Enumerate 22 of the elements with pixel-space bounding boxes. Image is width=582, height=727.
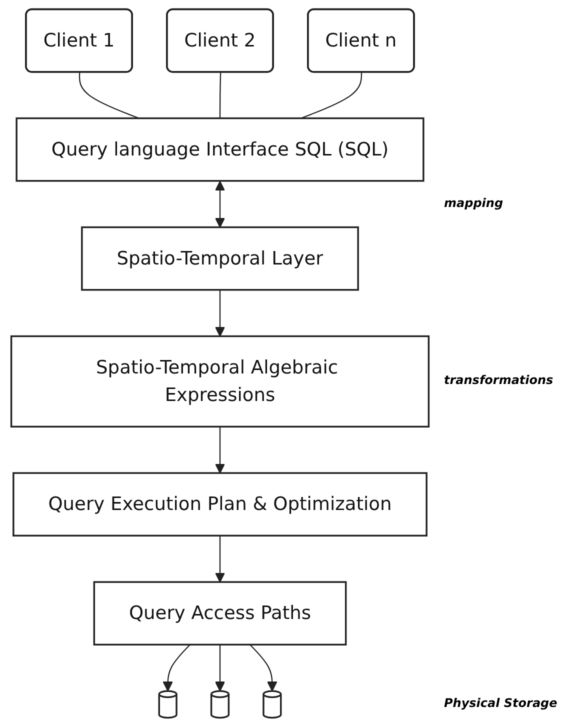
arrow xyxy=(162,644,190,692)
node-box xyxy=(12,472,428,537)
arrow xyxy=(214,536,226,582)
connector xyxy=(219,72,222,118)
connector xyxy=(300,72,362,119)
node-box xyxy=(10,335,430,428)
flowchart-diagram: Client 1 Client 2 Client n Query language Interface SQL (SQL) Spatio-Temporal Layer Spatio-Temporal Algebraic Expressions Query Execution Plan & Optimization Query Access Paths xyxy=(0,0,440,727)
arrow xyxy=(214,426,226,474)
arrow xyxy=(250,644,278,692)
arrow xyxy=(214,644,226,692)
arrow xyxy=(214,180,226,228)
stage-label: mapping xyxy=(444,196,504,210)
node-cylinder xyxy=(262,690,282,719)
arrow xyxy=(214,290,226,337)
node-cylinder xyxy=(210,690,230,719)
node-box xyxy=(16,117,424,182)
node-box xyxy=(93,581,347,646)
node-box xyxy=(81,226,359,291)
stage-label: Physical Storage xyxy=(444,696,558,710)
connector xyxy=(78,72,140,119)
stage-label: transformations xyxy=(444,373,554,388)
node-cylinder xyxy=(158,690,178,719)
